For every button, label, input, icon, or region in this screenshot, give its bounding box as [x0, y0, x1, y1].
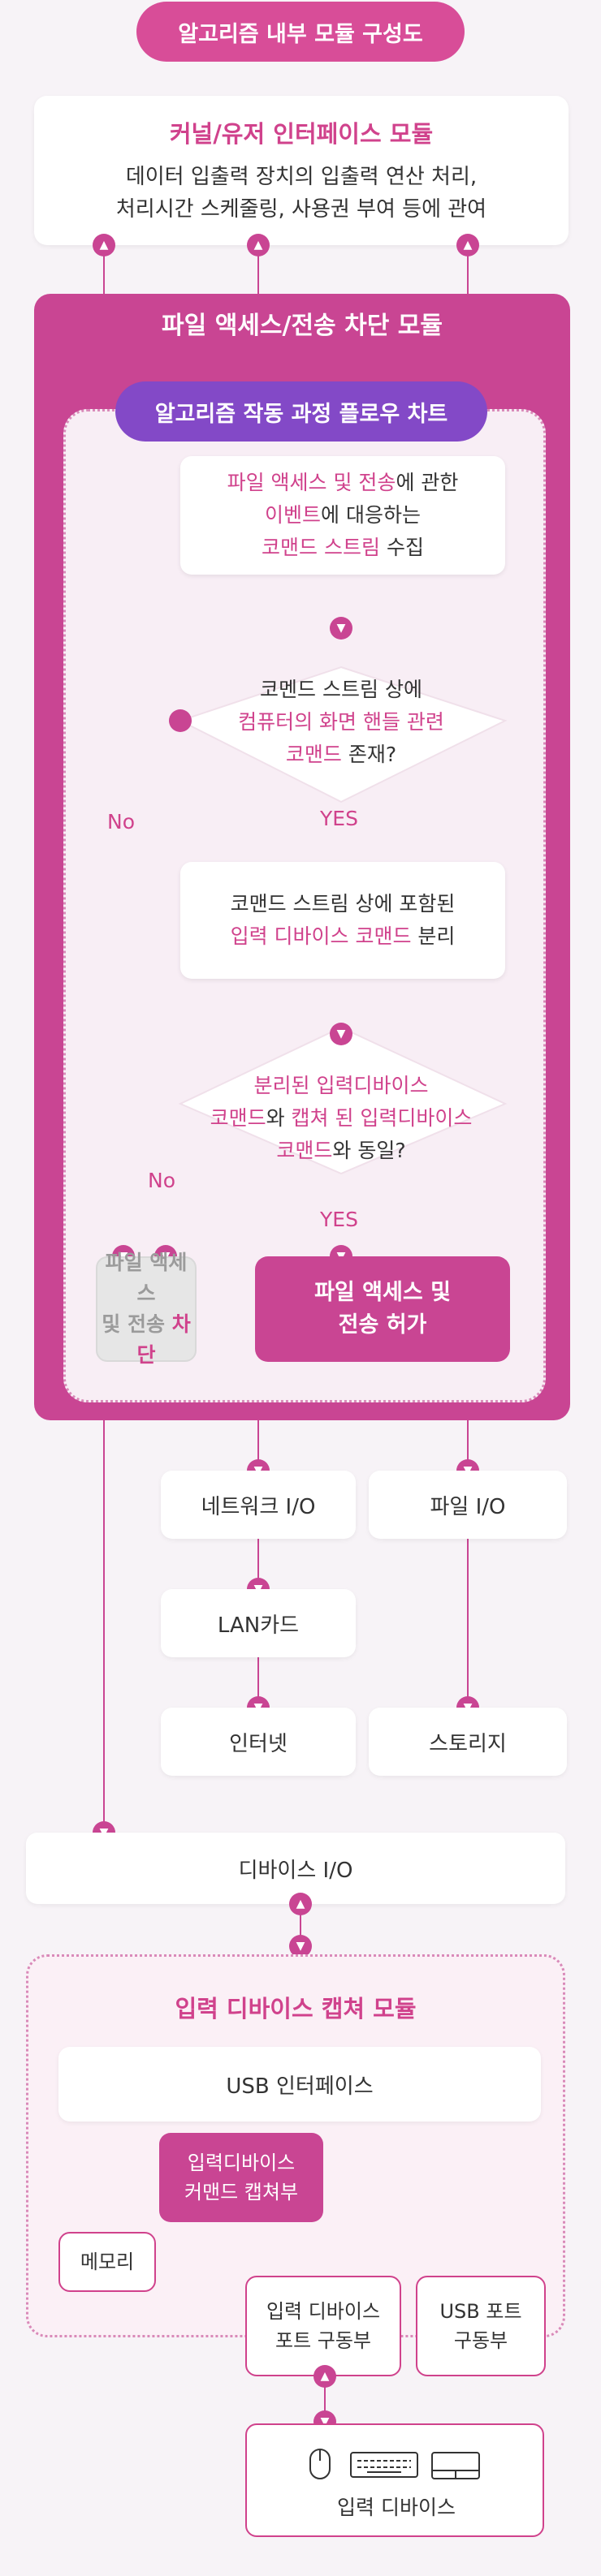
step1-text-d: 에 대응하는: [321, 503, 421, 527]
arrow-down-icon: ▼: [330, 1023, 352, 1045]
capture-unit-line1: 입력디바이스: [187, 2152, 296, 2174]
step1-text-a: 파일 액세스 및 전송: [227, 471, 396, 494]
decision1-line3a: 코맨드: [285, 743, 342, 766]
arrow-up-icon: ▲: [247, 234, 270, 256]
step1-text-c: 이벤트: [265, 503, 322, 527]
file-io: 파일 I/O: [369, 1471, 567, 1539]
decision2-line2b: 와: [266, 1106, 292, 1130]
decision2-line3b: 와 동일?: [332, 1139, 406, 1162]
step-separate-input-command: 코맨드 스트림 상에 포함된 입력 디바이스 코맨드 분리: [180, 862, 505, 979]
keyboard-icon: [350, 2452, 418, 2478]
step2-line1: 코맨드 스트림 상에 포함된: [230, 892, 456, 915]
arrow-up-icon: ▲: [313, 2365, 336, 2388]
usb-port-driver-line2: 구동부: [453, 2329, 508, 2352]
kernel-user-interface-module: 커널/유저 인터페이스 모듈 데이터 입출력 장치의 입출력 연산 처리, 처리…: [34, 96, 569, 245]
internet: 인터넷: [161, 1708, 356, 1776]
step1-text-f: 수집: [380, 536, 424, 559]
mouse-icon: [309, 2449, 331, 2479]
usb-interface: USB 인터페이스: [58, 2047, 541, 2122]
usb-port-driver: USB 포트 구동부: [416, 2276, 546, 2376]
step1-text-b: 에 관한: [396, 471, 459, 494]
block-access-result: 파일 액세스 및 전송 차단: [96, 1251, 197, 1367]
input-device-icons: [309, 2449, 480, 2479]
flowchart-title: 알고리즘 작동 과정 플로우 차트: [115, 381, 487, 442]
capture-module-title: 입력 디바이스 캡쳐 모듈: [175, 1995, 417, 2022]
decision2-line3a: 코맨드: [276, 1139, 333, 1162]
capture-unit-line2: 커맨드 캡쳐부: [184, 2181, 299, 2203]
arrow-down-icon: ▼: [289, 1935, 312, 1958]
port-driver-line2: 포트 구동부: [275, 2329, 372, 2352]
step2-line2b: 분리: [411, 924, 456, 948]
dot-icon: [169, 709, 192, 732]
input-command-capture-unit: 입력디바이스 커맨드 캡쳐부: [159, 2133, 323, 2222]
decision1-line2: 컴퓨터의 화면 핸들 관련: [238, 710, 444, 734]
step1-text-e: 코맨드 스트림: [262, 536, 380, 559]
allow-access-result: 파일 액세스 및 전송 허가: [255, 1256, 510, 1362]
yes-label-2: YES: [320, 1208, 358, 1231]
no-label-1: No: [107, 810, 135, 834]
diagram-title: 알고리즘 내부 모듈 구성도: [136, 2, 465, 62]
no-label-2: No: [148, 1169, 175, 1192]
block-line2b: 차단: [136, 1312, 191, 1367]
port-driver-line1: 입력 디바이스: [266, 2300, 381, 2323]
block-line2a: 및 전송: [102, 1312, 172, 1336]
memory: 메모리: [58, 2232, 156, 2292]
decision-command-match: 분리된 입력디바이스 코맨드와 캡쳐 된 입력디바이스 코맨드와 동일?: [192, 1070, 491, 1167]
step2-line2a: 입력 디바이스 코맨드: [230, 924, 412, 948]
decision1-line1: 코멘드 스트림 상에: [260, 678, 422, 701]
kernel-module-desc-line1: 데이터 입출력 장치의 입출력 연산 처리,: [125, 165, 478, 189]
network-io: 네트워크 I/O: [161, 1471, 356, 1539]
storage: 스토리지: [369, 1708, 567, 1776]
allow-line1: 파일 액세스 및: [314, 1280, 451, 1305]
arrow-up-icon: ▲: [456, 234, 479, 256]
step-collect-command-stream: 파일 액세스 및 전송에 관한 이벤트에 대응하는 코맨드 스트림 수집: [180, 456, 505, 575]
arrow-up-icon: ▲: [93, 234, 115, 256]
device-io: 디바이스 I/O: [26, 1833, 565, 1904]
decision2-line2a: 코맨드: [210, 1106, 266, 1130]
decision2-line2c: 캡쳐 된 입력디바이스: [291, 1106, 473, 1130]
kernel-module-title: 커널/유저 인터페이스 모듈: [169, 120, 434, 148]
input-device-label: 입력 디바이스: [337, 2496, 456, 2519]
usb-port-driver-line1: USB 포트: [439, 2300, 522, 2323]
yes-label-1: YES: [320, 807, 358, 830]
lan-card: LAN카드: [161, 1589, 356, 1657]
decision2-line1: 분리된 입력디바이스: [253, 1074, 429, 1097]
arrow-down-icon: ▼: [330, 617, 352, 640]
touchpad-icon: [431, 2452, 480, 2479]
allow-line2: 전송 허가: [338, 1312, 427, 1338]
block-line1: 파일 액세스: [105, 1251, 188, 1305]
decision1-line3b: 존재?: [341, 743, 397, 766]
input-device-port-driver: 입력 디바이스 포트 구동부: [245, 2276, 401, 2376]
input-device: 입력 디바이스: [245, 2423, 544, 2537]
kernel-module-desc-line2: 처리시간 스케줄링, 사용권 부여 등에 관여: [115, 197, 487, 222]
decision-screen-handle-command: 코멘드 스트림 상에 컴퓨터의 화면 핸들 관련 코맨드 존재?: [213, 674, 469, 771]
arrow-up-icon: ▲: [289, 1893, 312, 1915]
block-module-title: 파일 액세스/전송 차단 모듈: [162, 312, 443, 340]
